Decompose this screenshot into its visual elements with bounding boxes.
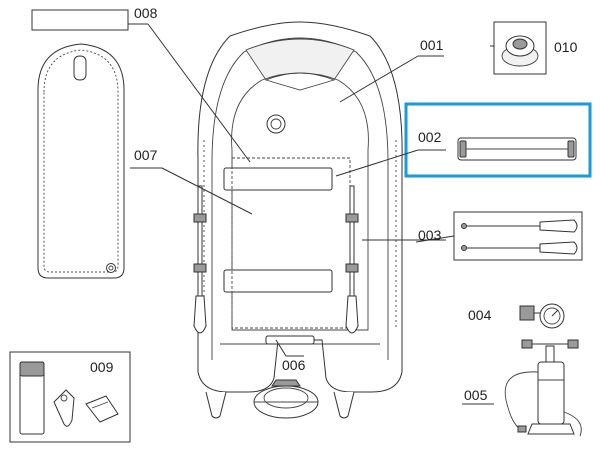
part-001-boat-hull <box>197 21 403 419</box>
part-003-oars-box <box>453 211 583 261</box>
label-001: 001 <box>420 37 444 53</box>
label-002: 002 <box>418 129 442 145</box>
label-003: 003 <box>418 227 442 243</box>
part-008-floor-board <box>31 9 129 279</box>
part-005-hand-pump <box>504 339 582 437</box>
boat-oar-right <box>345 185 359 334</box>
label-010: 010 <box>554 39 578 55</box>
label-005: 005 <box>464 387 488 403</box>
boat-oar-left <box>193 185 207 334</box>
part-002-seat-box <box>457 137 577 161</box>
part-006-valve <box>253 379 319 419</box>
label-009: 009 <box>90 359 114 375</box>
part-010-valve-box <box>493 21 547 75</box>
leader-lines <box>128 23 494 405</box>
part-004-pressure-gauge <box>519 303 565 329</box>
highlight-frame-002 <box>404 102 592 178</box>
part-009-repair-kit-box <box>9 351 131 443</box>
label-006: 006 <box>282 357 306 373</box>
label-007: 007 <box>134 147 158 163</box>
label-008: 008 <box>134 5 158 21</box>
label-004: 004 <box>468 307 492 323</box>
